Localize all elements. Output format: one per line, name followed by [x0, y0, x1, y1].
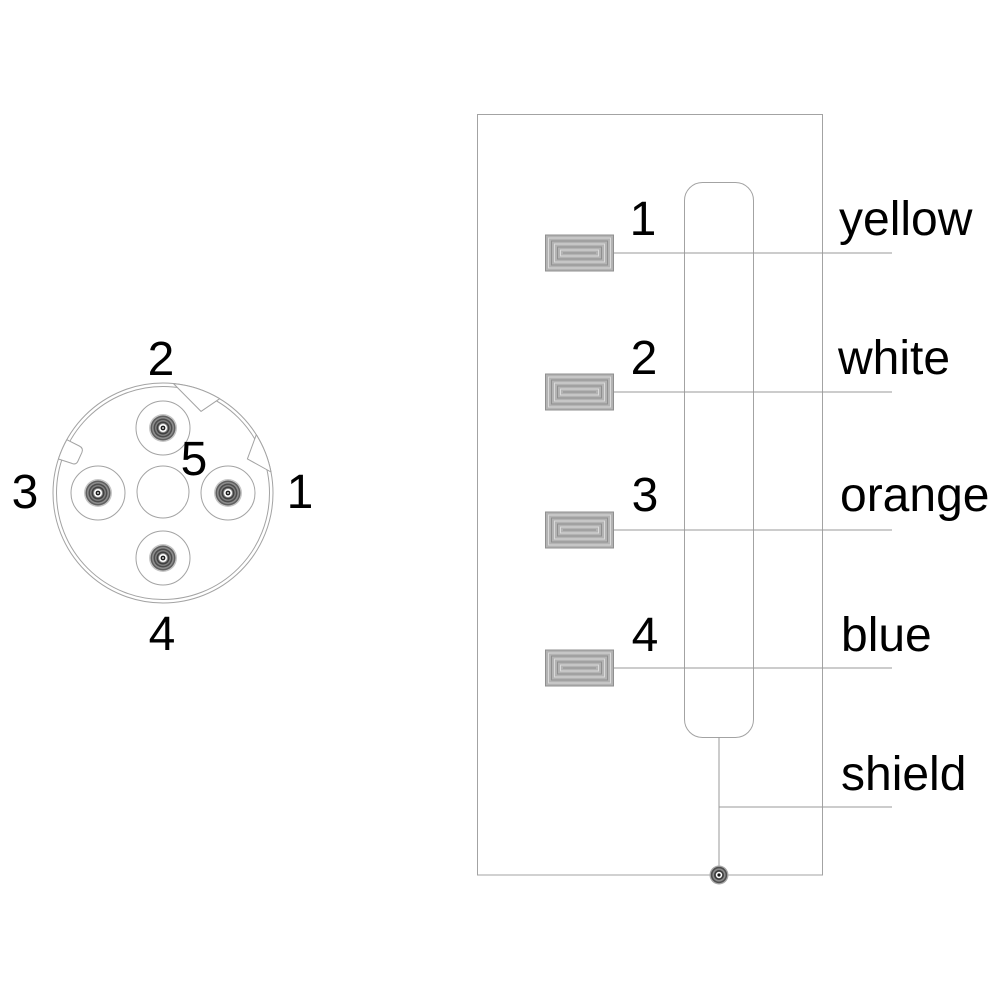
- top-v-notch: [173, 383, 221, 412]
- connector-outer-ring: [52, 382, 274, 604]
- face-pin-label-center: 5: [180, 433, 208, 486]
- face-pin-label-bottom: 4: [148, 608, 176, 661]
- pin-socket-right: [214, 479, 242, 507]
- pin-socket-bottom: [149, 544, 177, 572]
- pin-cavity-right: [200, 465, 256, 521]
- right-v-notch: [246, 434, 272, 473]
- connector-inner-ring: [56, 386, 270, 600]
- face-pin-label-top: 2: [147, 333, 175, 386]
- center-hole: [136, 465, 190, 519]
- keyway-notch: [57, 439, 83, 465]
- wire-row-pin-number-1: 1: [629, 193, 657, 246]
- terminal-symbol-2: [545, 373, 614, 411]
- face-pin-label-right: 1: [286, 466, 314, 519]
- shield-label: shield: [841, 748, 967, 801]
- wiring-diagram-drawing: [477, 114, 892, 885]
- pin-cavity-bottom: [135, 530, 191, 586]
- connector-face-drawing: [52, 382, 274, 604]
- wire-color-label-3: orange: [840, 469, 990, 522]
- wire-color-label-2: white: [838, 332, 951, 385]
- terminal-symbol-4: [545, 649, 614, 687]
- face-pin-label-left: 3: [11, 466, 39, 519]
- pin-socket-top: [149, 414, 177, 442]
- shield-ground-contact: [709, 865, 729, 885]
- terminal-symbol-1: [545, 234, 614, 272]
- wire-row-pin-number-3: 3: [631, 469, 659, 522]
- wire-row-pin-number-4: 4: [631, 609, 659, 662]
- terminal-symbol-3: [545, 511, 614, 549]
- connector-body-outline: [684, 182, 754, 738]
- wire-row-pin-number-2: 2: [630, 332, 658, 385]
- diagram-border: [477, 114, 823, 876]
- pin-cavity-left: [70, 465, 126, 521]
- pin-socket-left: [84, 479, 112, 507]
- wire-color-label-1: yellow: [839, 193, 973, 246]
- pin-cavity-top: [135, 400, 191, 456]
- wire-color-label-4: blue: [841, 609, 932, 662]
